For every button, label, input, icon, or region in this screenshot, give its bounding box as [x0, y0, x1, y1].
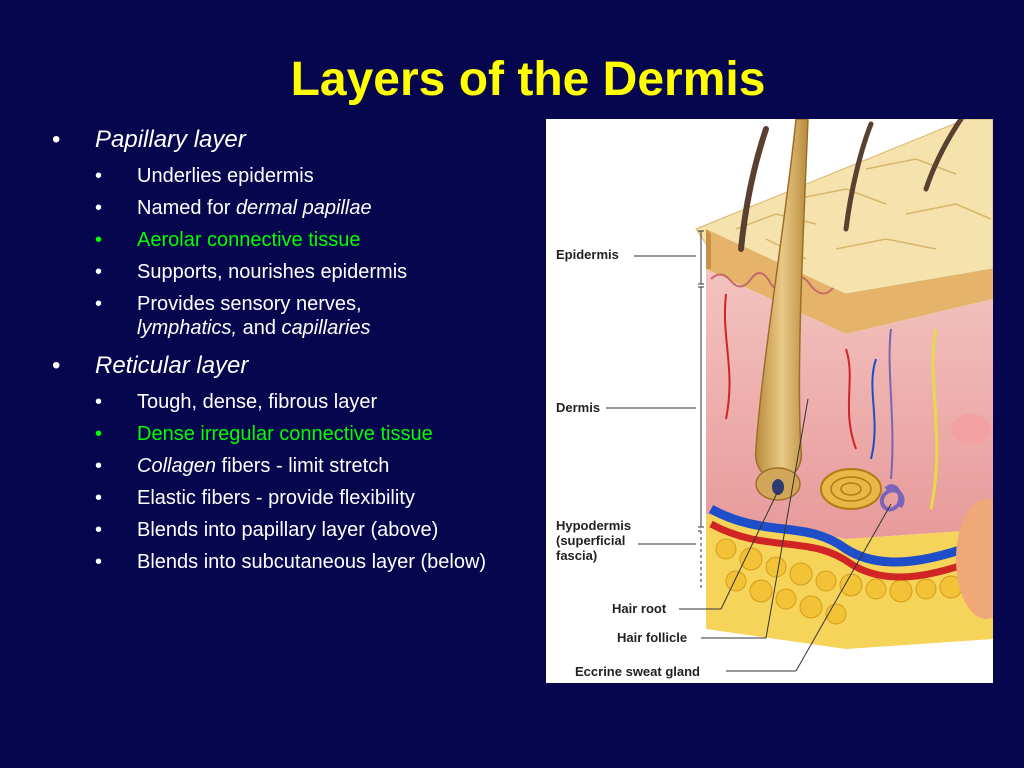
- hair-shaft-2: [843, 121, 874, 232]
- dermal-papillae: [710, 272, 834, 295]
- capillary-3: [870, 358, 877, 460]
- item-emphasis: capillaries: [281, 317, 371, 339]
- item-text: Blends into papillary layer (above): [137, 519, 439, 541]
- surface-texture: [735, 158, 992, 260]
- bullet-marker: •: [52, 352, 61, 379]
- bullet-marker: •: [95, 455, 103, 477]
- list-item: • Provides sensory nerves,lymphatics, and…: [95, 292, 522, 340]
- bullet-marker: •: [95, 423, 103, 445]
- list-item-highlight: • Dense irregular connective tissue: [95, 422, 522, 446]
- item-emphasis: Collagen: [137, 455, 216, 477]
- label-hair-root: Hair root: [612, 601, 667, 616]
- bullet-marker: •: [95, 551, 103, 573]
- label-hair-follicle: Hair follicle: [617, 630, 688, 645]
- epidermis-band: [706, 229, 993, 334]
- epidermis-side: [706, 229, 711, 269]
- label-dermis: Dermis: [556, 400, 601, 415]
- label-eccrine-sweat-gland: Eccrine sweat gland: [575, 664, 700, 679]
- list-item: • Named for dermal papillae: [95, 196, 522, 220]
- item-text: and: [237, 317, 282, 339]
- layer-brackets: [698, 230, 704, 589]
- list-item: • Blends into subcutaneous layer (below): [95, 550, 522, 574]
- item-text: Elastic fibers - provide flexibility: [137, 487, 415, 509]
- list-item: • Underlies epidermis: [95, 164, 522, 188]
- leader-lines: [606, 255, 892, 672]
- sweat-gland: [879, 328, 905, 512]
- item-text: Named for: [137, 197, 236, 219]
- list-item-highlight: • Aerolar connective tissue: [95, 228, 522, 252]
- slide-title: Layers of the Dermis: [290, 53, 766, 106]
- item-text: Tough, dense, fibrous layer: [137, 391, 378, 413]
- capillary-1: [723, 293, 731, 420]
- hair-shaft-1: [738, 126, 769, 252]
- bullet-papillary-layer: • Papillary layer • Underlies epidermis •…: [52, 124, 522, 340]
- list-item: • Collagen fibers - limit stretch: [95, 454, 522, 478]
- list-item: • Blends into papillary layer (above): [95, 518, 522, 542]
- item-emphasis: dermal papillae: [235, 197, 372, 219]
- bullet-marker: •: [52, 126, 61, 153]
- list-item: • Tough, dense, fibrous layer: [95, 390, 522, 414]
- item-text: Aerolar connective tissue: [137, 229, 361, 251]
- bullet-marker: •: [95, 293, 103, 315]
- reticular-heading: Reticular layer: [95, 352, 249, 379]
- bullet-marker: •: [95, 197, 103, 219]
- pacinian-corpuscle: [820, 468, 882, 510]
- item-text: Provides sensory nerves,: [137, 293, 362, 315]
- nerve: [929, 328, 939, 510]
- item-text: Blends into subcutaneous layer (below): [137, 551, 487, 573]
- item-text: Dense irregular connective tissue: [137, 423, 433, 445]
- list-item: • Supports, nourishes epidermis: [95, 260, 522, 284]
- bullet-list: • Papillary layer • Underlies epidermis •…: [52, 124, 522, 574]
- bullet-marker: •: [95, 229, 103, 251]
- papillary-heading: Papillary layer: [95, 126, 246, 153]
- list-item: • Elastic fibers - provide flexibility: [95, 486, 522, 510]
- papillary-sublist: • Underlies epidermis • Named for dermal p…: [95, 164, 522, 340]
- sebaceous-region: [956, 499, 993, 619]
- vein: [708, 505, 993, 567]
- artery: [709, 520, 993, 581]
- bullet-marker: •: [95, 391, 103, 413]
- bullet-marker: •: [95, 519, 103, 541]
- item-text: fibers - limit stretch: [215, 455, 390, 477]
- bullet-reticular-layer: • Reticular layer • Tough, dense, fibrous…: [52, 350, 522, 574]
- item-emphasis: lymphatics,: [137, 317, 238, 339]
- skin-diagram: [606, 119, 993, 672]
- label-epidermis: Epidermis: [556, 247, 619, 262]
- item-text: Supports, nourishes epidermis: [137, 261, 408, 283]
- hair-shaft-3: [923, 119, 964, 192]
- label-hypodermis: Hypodermis (superficial fascia): [556, 518, 632, 563]
- bullet-marker: •: [95, 487, 103, 509]
- hair-papilla: [772, 479, 784, 495]
- bullet-marker: •: [95, 261, 103, 283]
- item-text: Underlies epidermis: [137, 165, 314, 187]
- skin-cross-section-figure: Epidermis Dermis Hypodermis (superficial…: [546, 119, 993, 683]
- bullet-marker: •: [95, 165, 103, 187]
- capillary-2: [845, 348, 857, 450]
- reticular-sublist: • Tough, dense, fibrous layer • Dense irre…: [95, 390, 522, 574]
